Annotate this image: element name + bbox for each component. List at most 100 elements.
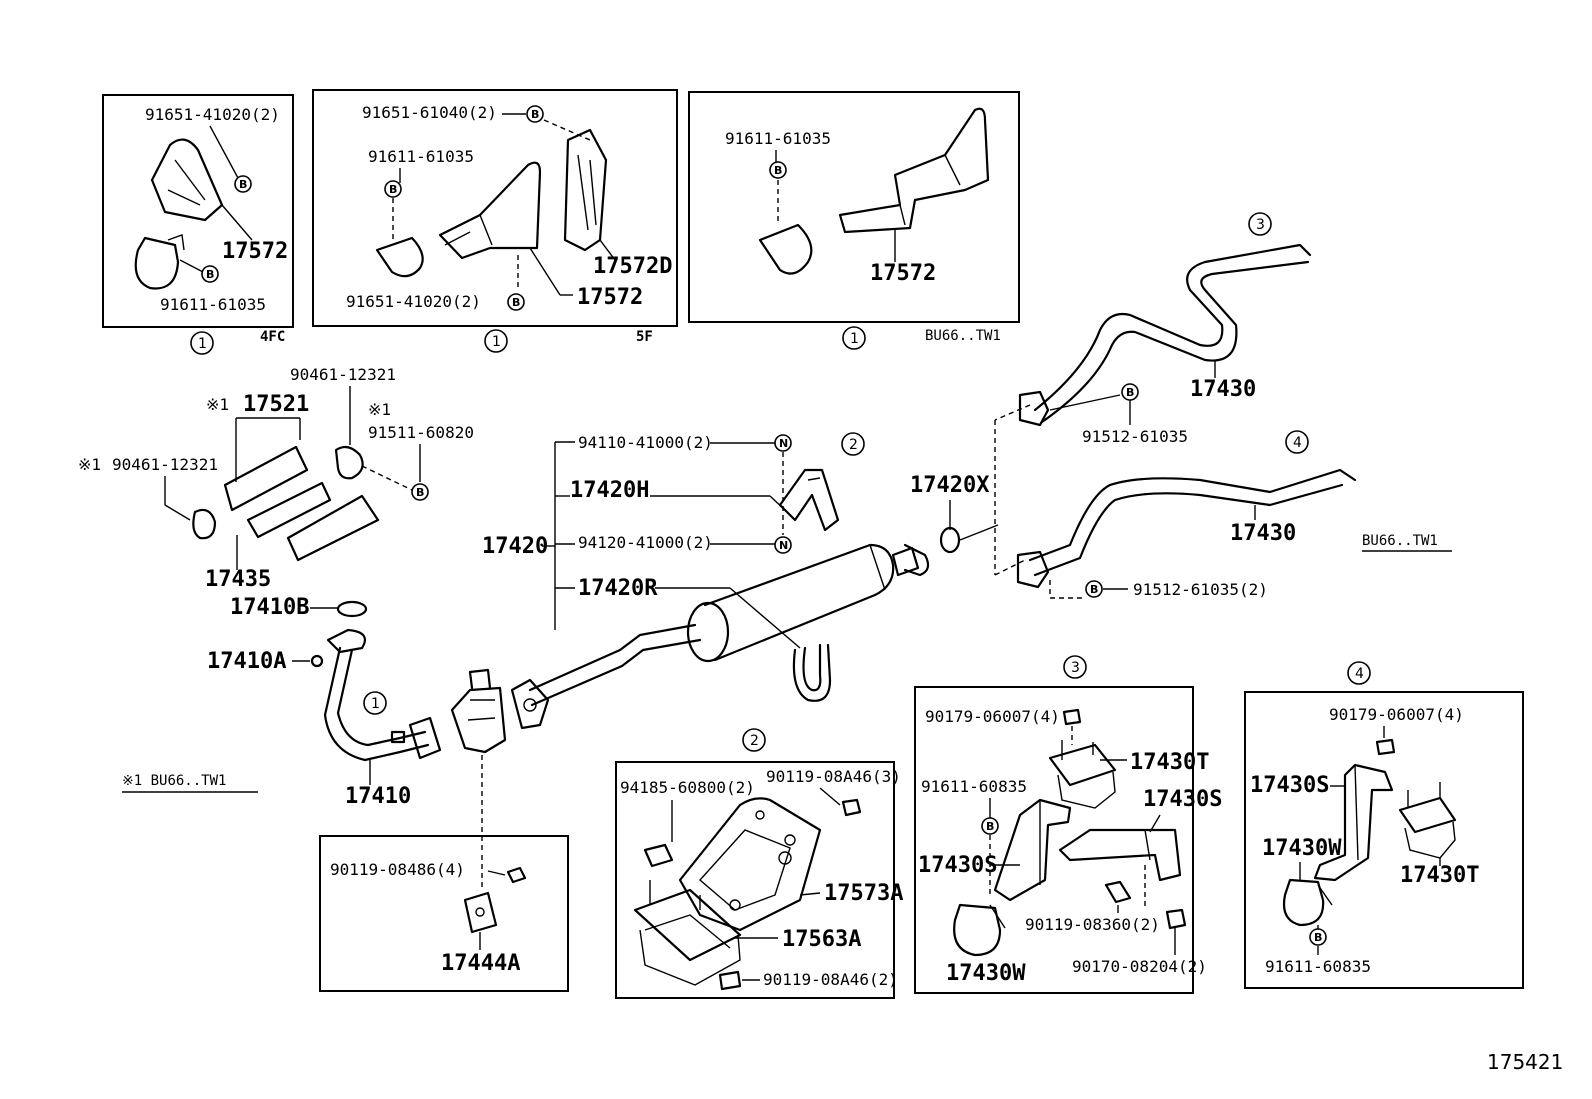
gasket-17410a[interactable] (310, 654, 324, 668)
part-17572[interactable]: 17572 (222, 239, 288, 264)
nut-90170-08204[interactable] (1165, 908, 1187, 930)
clamp-17430w-3[interactable] (953, 903, 1002, 957)
part-17430-3[interactable]: 17430 (1190, 377, 1256, 402)
bracket-17430s-4[interactable] (1313, 763, 1394, 882)
nut-90179-3[interactable] (1062, 708, 1082, 726)
part-91512-61035[interactable]: 91512-61035 (1082, 427, 1188, 446)
bolt-90119-08360[interactable] (1104, 880, 1132, 904)
bracket-17572-5f[interactable] (438, 161, 542, 260)
part-17420x[interactable]: 17420X (910, 473, 989, 498)
part-91512-61035-2[interactable]: 91512-61035(2) (1133, 580, 1268, 599)
clamp-90461-left[interactable] (192, 508, 217, 540)
nut-mark-icon: N (774, 536, 792, 554)
part-91611-61035-bu66[interactable]: 91611-61035 (725, 129, 831, 148)
part-94185-60800[interactable]: 94185-60800(2) (620, 778, 755, 797)
part-90170-08204[interactable]: 90170-08204(2) (1072, 957, 1207, 976)
part-17521[interactable]: 17521 (243, 392, 309, 417)
hose-lower[interactable] (286, 494, 380, 562)
nut-94185[interactable] (643, 843, 674, 868)
part-90119-08a46-2[interactable]: 90119-08A46(2) (763, 970, 898, 989)
clamp-4fc[interactable] (134, 236, 180, 290)
part-17430s-top[interactable]: 17430S (918, 853, 997, 878)
clamp-17430w-4[interactable] (1282, 878, 1325, 927)
nut-90179-4[interactable] (1375, 738, 1396, 756)
center-pipe-17420[interactable] (528, 623, 697, 692)
tail-pipe-17430-4[interactable] (1028, 468, 1357, 562)
front-pipe-17410[interactable] (323, 646, 430, 762)
diagram-number: 175421 (1487, 1050, 1563, 1074)
bracket-17444a[interactable] (463, 891, 498, 934)
part-17430s-side[interactable]: 17430S (1143, 787, 1222, 812)
insulator-17430t-4[interactable] (1398, 796, 1457, 834)
part-17430w-4[interactable]: 17430W (1262, 836, 1342, 861)
part-17430t-4[interactable]: 17430T (1400, 863, 1479, 888)
clamp-90461-top[interactable] (334, 445, 364, 480)
part-90119-08486[interactable]: 90119-08486(4) (330, 860, 465, 879)
part-17444a[interactable]: 17444A (441, 951, 520, 976)
bracket-17572-4fc[interactable] (150, 138, 224, 222)
bracket-17573a[interactable] (678, 797, 822, 932)
part-17410a[interactable]: 17410A (207, 649, 286, 674)
flange-tail-4[interactable] (1016, 550, 1050, 589)
part-17420r[interactable]: 17420R (578, 576, 658, 601)
hose-17521[interactable] (223, 445, 309, 512)
part-94120-41000[interactable]: 94120-41000(2) (578, 533, 713, 552)
bracket-17430s-3[interactable] (993, 798, 1072, 902)
insulator-17430t-3[interactable] (1048, 743, 1117, 787)
bracket-17572-bu66[interactable] (838, 107, 990, 234)
part-17572-5f[interactable]: 17572 (577, 285, 643, 310)
clamp-bu66[interactable] (758, 223, 813, 275)
part-91651-61040[interactable]: 91651-61040(2) (362, 103, 497, 122)
part-17572d[interactable]: 17572D (593, 254, 672, 279)
part-17420[interactable]: 17420 (482, 534, 548, 559)
part-17563a[interactable]: 17563A (782, 927, 861, 952)
bracket-17430s-side-3[interactable] (1058, 828, 1182, 882)
part-17430t-3[interactable]: 17430T (1130, 750, 1209, 775)
bracket-17572d[interactable] (563, 128, 608, 252)
gasket-17420x[interactable] (939, 526, 961, 554)
part-94110-41000[interactable]: 94110-41000(2) (578, 433, 713, 452)
svg-text:B: B (1126, 386, 1134, 399)
part-91611-60835-4[interactable]: 91611-60835 (1265, 957, 1371, 976)
part-90179-06007-3[interactable]: 90179-06007(4) (925, 707, 1060, 726)
part-90119-08360[interactable]: 90119-08360(2) (1025, 915, 1160, 934)
part-91611-60835-3[interactable]: 91611-60835 (921, 777, 1027, 796)
part-17430s-4[interactable]: 17430S (1250, 773, 1329, 798)
insulator-17563a[interactable] (633, 888, 742, 962)
catalyst-body[interactable] (450, 686, 507, 754)
part-17435[interactable]: 17435 (205, 567, 271, 592)
part-17410[interactable]: 17410 (345, 784, 411, 809)
part-91511-60820[interactable]: 91511-60820 (368, 423, 474, 442)
part-17573a[interactable]: 17573A (824, 881, 903, 906)
flange-tail-3[interactable] (1018, 390, 1050, 427)
part-91611-61035[interactable]: 91611-61035 (160, 295, 266, 314)
tail-pipe-17430-3[interactable] (1033, 243, 1312, 412)
part-90461-12321-top[interactable]: 90461-12321 (290, 365, 396, 384)
clamp-5f[interactable] (375, 236, 424, 278)
part-91611-61035-5f[interactable]: 91611-61035 (368, 147, 474, 166)
part-17430w-3[interactable]: 17430W (946, 961, 1026, 986)
bolt-90119-08a46-2[interactable] (718, 970, 742, 991)
muffler-17420[interactable] (703, 543, 895, 662)
flange-center[interactable] (510, 678, 550, 730)
note-mark-2: ※1 (368, 400, 391, 419)
hose-17435[interactable] (246, 481, 332, 539)
part-91651-41020[interactable]: 91651-41020(2) (145, 105, 280, 124)
part-17430-4[interactable]: 17430 (1230, 521, 1296, 546)
part-17420h[interactable]: 17420H (570, 478, 649, 503)
hanger-17420h[interactable] (778, 468, 840, 532)
svg-text:B: B (986, 820, 994, 833)
ref-circle-4: 4 (1285, 430, 1309, 454)
part-17410b[interactable]: 17410B (230, 595, 309, 620)
svg-text:B: B (389, 183, 397, 196)
part-91651-41020-5f[interactable]: 91651-41020(2) (346, 292, 481, 311)
part-17572-bu66[interactable]: 17572 (870, 261, 936, 286)
hanger-17420r[interactable] (792, 643, 832, 702)
part-90119-08a46-3[interactable]: 90119-08A46(3) (766, 767, 901, 786)
part-90179-06007-4[interactable]: 90179-06007(4) (1329, 705, 1464, 724)
bolt-90119-08a46-3[interactable] (841, 798, 862, 817)
part-90461-12321-left[interactable]: 90461-12321 (112, 455, 218, 474)
bolt-90119-08486[interactable] (506, 866, 527, 884)
gasket-17410b[interactable] (336, 600, 368, 618)
